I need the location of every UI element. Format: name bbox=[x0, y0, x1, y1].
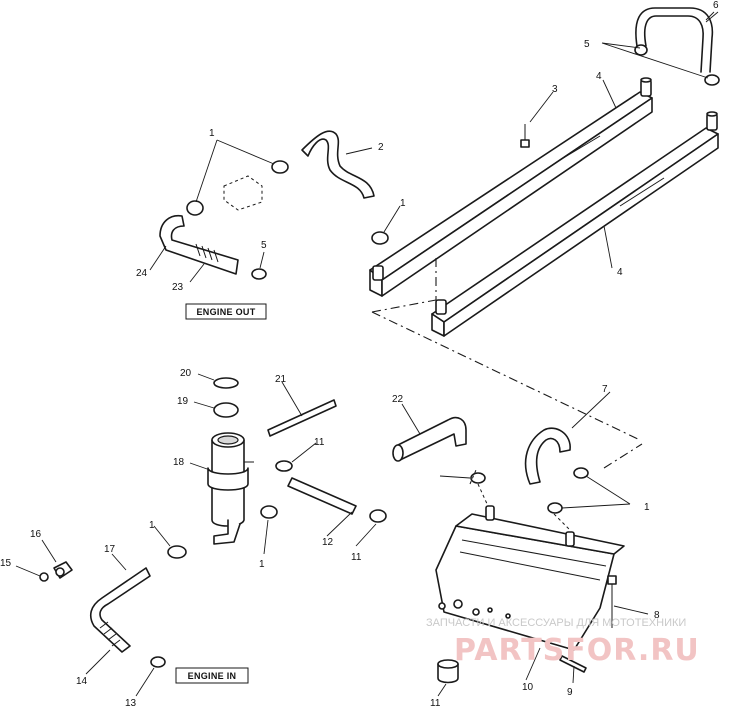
callout-1-upper: 1 bbox=[209, 128, 215, 139]
hose-2 bbox=[301, 130, 375, 199]
callout-17: 17 bbox=[104, 544, 116, 555]
callout-13: 13 bbox=[125, 698, 137, 707]
hose-clamp-5-top-left bbox=[634, 44, 648, 56]
hose-clamp-1-right-b bbox=[547, 502, 563, 514]
cap-11-bottom bbox=[437, 659, 459, 684]
callout-22: 22 bbox=[392, 394, 404, 405]
engine-in-label: ENGINE IN bbox=[188, 671, 237, 681]
hose-clamp-11-a bbox=[275, 460, 293, 472]
hose-clamp-11-b bbox=[369, 509, 387, 523]
callout-11-b: 11 bbox=[351, 552, 362, 563]
callout-5-left: 5 bbox=[261, 240, 267, 251]
routing-lines bbox=[371, 258, 643, 469]
engine-out-label: ENGINE OUT bbox=[196, 307, 255, 317]
callout-15: 15 bbox=[0, 558, 12, 569]
hose-clamp-1-mid bbox=[271, 160, 289, 174]
engine-out-label-box: ENGINE OUT bbox=[185, 303, 267, 320]
elbow-22 bbox=[392, 416, 467, 462]
callout-1-right: 1 bbox=[644, 502, 650, 513]
hose-clamp-1-reservoir bbox=[260, 505, 278, 519]
callout-numbers: 6 5 4 3 1 2 1 5 24 23 4 20 19 21 22 7 18… bbox=[0, 0, 719, 707]
watermark-logo: PARTSFOR.RU bbox=[454, 633, 700, 668]
heat-exchanger-4-lower bbox=[431, 111, 719, 337]
bolt-8 bbox=[607, 575, 617, 628]
callout-1-lower: 1 bbox=[149, 520, 155, 531]
cap-19 bbox=[213, 402, 239, 418]
hose-clamp-1-upper bbox=[371, 231, 389, 245]
callout-18: 18 bbox=[173, 457, 185, 468]
hose-clamp-5-top-right bbox=[704, 74, 720, 86]
engine-in-label-box: ENGINE IN bbox=[175, 667, 249, 684]
watermark-tagline: ЗАПЧАСТИ И АКСЕССУАРЫ ДЛЯ МОТОТЕХНИКИ bbox=[426, 617, 686, 629]
callout-5-top: 5 bbox=[584, 39, 590, 50]
coolant-reservoir-18 bbox=[207, 432, 254, 545]
heat-exchanger-4-upper bbox=[369, 77, 653, 297]
hose-clamp-5-left bbox=[251, 268, 267, 280]
hose-24 bbox=[159, 214, 239, 275]
callout-14: 14 bbox=[76, 676, 88, 687]
hose-7 bbox=[524, 427, 571, 485]
bolt-9 bbox=[559, 655, 587, 673]
callout-16: 16 bbox=[30, 529, 42, 540]
callout-2: 2 bbox=[378, 142, 384, 153]
callout-20: 20 bbox=[180, 368, 192, 379]
hose-clamp-1-lower-left bbox=[167, 545, 187, 559]
cap-20 bbox=[213, 377, 239, 389]
callout-4-upper: 4 bbox=[596, 71, 602, 82]
hose-clamp-1-left bbox=[186, 200, 204, 216]
watermark: ЗАПЧАСТИ И АКСЕССУАРЫ ДЛЯ МОТОТЕХНИКИ PA… bbox=[426, 617, 700, 668]
callout-1-hx: 1 bbox=[400, 198, 406, 209]
callout-12: 12 bbox=[322, 537, 334, 548]
hose-clamp-11-c bbox=[470, 472, 486, 484]
hose-loop-6 bbox=[635, 7, 714, 73]
leader-lines bbox=[15, 11, 719, 697]
housing-10 bbox=[435, 505, 625, 651]
bolt-3 bbox=[520, 124, 530, 148]
callout-4-lower: 4 bbox=[617, 267, 623, 278]
hose-clamp-13 bbox=[150, 656, 166, 668]
dashed-connectors bbox=[469, 469, 571, 531]
connector-fitting-dashed bbox=[223, 175, 263, 211]
spring-14 bbox=[99, 621, 121, 647]
callout-21: 21 bbox=[275, 374, 287, 385]
nut-15 bbox=[39, 572, 49, 582]
spring-23 bbox=[195, 243, 219, 263]
callout-11-bottom: 11 bbox=[430, 698, 441, 707]
callout-23: 23 bbox=[172, 282, 184, 293]
tube-21 bbox=[267, 399, 337, 437]
callout-9: 9 bbox=[567, 687, 573, 698]
callout-10: 10 bbox=[522, 682, 534, 693]
callout-8: 8 bbox=[654, 610, 660, 621]
callout-11-a: 11 bbox=[314, 437, 325, 448]
callout-7: 7 bbox=[602, 384, 608, 395]
hose-17 bbox=[89, 567, 151, 653]
callout-19: 19 bbox=[177, 396, 189, 407]
fitting-16 bbox=[53, 561, 73, 579]
hose-clamp-1-right-a bbox=[573, 467, 589, 479]
callout-6: 6 bbox=[713, 0, 719, 11]
callout-1-reservoir: 1 bbox=[259, 559, 265, 570]
callout-24: 24 bbox=[136, 268, 148, 279]
callout-3: 3 bbox=[552, 84, 558, 95]
tube-12 bbox=[287, 477, 357, 515]
